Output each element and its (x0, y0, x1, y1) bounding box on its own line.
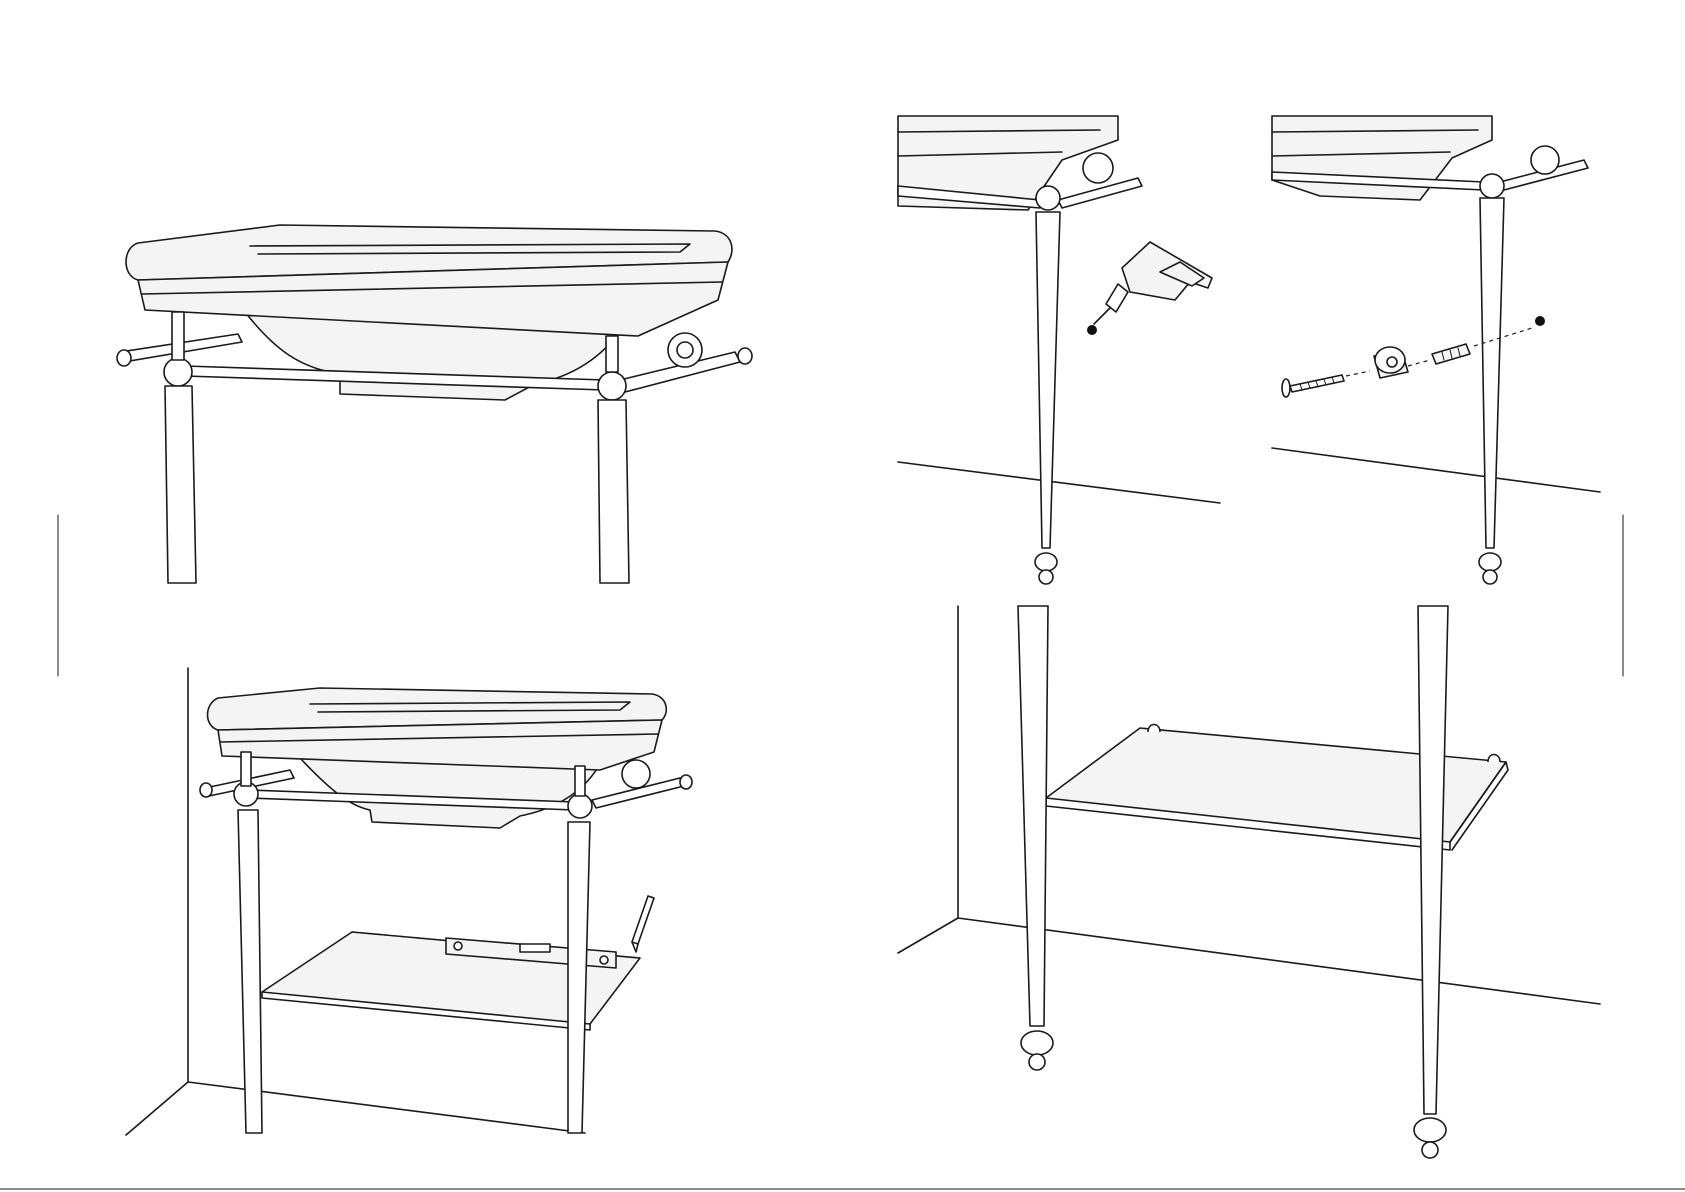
pencil-icon (632, 896, 654, 952)
wall-floor-line (898, 462, 1220, 503)
panel-3-screw-bracket-anchor (1272, 116, 1600, 584)
leg-left (238, 810, 262, 1133)
shelf-bracket (1488, 755, 1500, 763)
wall-anchor-icon (1432, 344, 1470, 364)
panel-1-washstand-overview (117, 225, 752, 583)
leg-connector-right (568, 794, 592, 818)
panel-5-shelf-installed (898, 606, 1600, 1158)
leg-left (165, 386, 196, 583)
leg-connector (1480, 174, 1504, 198)
wall-bracket (1083, 153, 1113, 183)
wall-hole-point (1535, 316, 1545, 326)
panel-2-drill-wall-hole (898, 116, 1220, 584)
leg-foot-left (1021, 1031, 1053, 1055)
drill-target-point (1087, 325, 1097, 335)
assembly-arrow (1408, 360, 1430, 366)
floor-edge-left (126, 1082, 188, 1135)
shelf-bracket (1148, 725, 1160, 733)
leg-right (1418, 606, 1448, 1114)
panel-4-level-and-mark-shelf (126, 668, 692, 1135)
leg-right (568, 822, 590, 1133)
leg-right (598, 400, 629, 583)
rail-end-cap-right (738, 348, 752, 364)
floor-edge-back (958, 918, 1600, 1004)
leg (1480, 198, 1504, 548)
screw-icon (1282, 375, 1344, 397)
leg-connector-left (164, 358, 192, 386)
assembly-arrow (1346, 371, 1370, 376)
leg-foot-right (1414, 1118, 1446, 1142)
leg-foot (1479, 553, 1501, 571)
drill-icon (1094, 242, 1212, 324)
floor-edge-left (898, 918, 958, 953)
wall-bracket (1531, 146, 1559, 174)
leg-connector-right (598, 372, 626, 400)
leg-foot (1035, 553, 1057, 571)
rail-end-cap-left (117, 350, 131, 366)
leg-left (1018, 606, 1048, 1026)
wall-bracket (622, 760, 650, 788)
leg (1036, 212, 1060, 548)
bracket-icon (1374, 347, 1408, 378)
leg-connector (1036, 186, 1060, 210)
wall-floor-line (1272, 448, 1600, 492)
